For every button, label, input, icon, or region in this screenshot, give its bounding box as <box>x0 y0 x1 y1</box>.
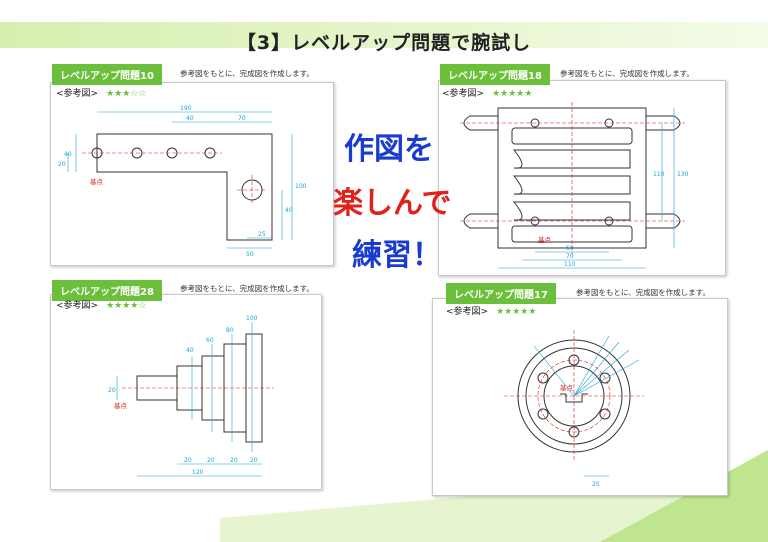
dim-20: 20 <box>58 161 66 168</box>
problem-10-tag: レベルアップ問題10 <box>52 64 162 85</box>
dim-20a: 20 <box>184 457 192 464</box>
dim-120: 120 <box>192 469 204 476</box>
problem-28-ref: <参考図> ★★★★☆ <box>56 298 146 311</box>
problem-28-drawing: 20 40 60 80 100 20 20 20 20 120 基点 <box>108 315 274 477</box>
problem-18-drawing: 50 70 110 110 130 基点 <box>460 102 689 269</box>
dim-20c: 20 <box>230 457 238 464</box>
problem-10-drawing: 190 40 70 100 40 20 40 25 50 基点 <box>58 105 307 258</box>
dim-110v: 110 <box>653 171 665 178</box>
ref-label: <参考図> <box>56 301 99 311</box>
problem-17-drawing: 25 基点 <box>504 330 644 488</box>
problem-18-tag: レベルアップ問題18 <box>440 64 550 85</box>
dim-70: 70 <box>238 115 246 122</box>
dim-50: 50 <box>566 245 574 252</box>
problem-17-instruction: 参考図をもとに、完成図を作成します。 <box>576 288 710 297</box>
dim-25: 25 <box>592 481 600 488</box>
dim-40v: 40 <box>64 151 72 158</box>
dim-40v2: 40 <box>285 207 293 214</box>
difficulty-stars: ★★★★★ <box>496 307 537 317</box>
difficulty-stars: ★★★★★ <box>492 89 533 99</box>
dim-100: 100 <box>295 183 307 190</box>
problem-28-panel <box>50 294 322 490</box>
problem-18-ref: <参考図> ★★★★★ <box>442 86 532 99</box>
dim-60: 60 <box>206 337 214 344</box>
difficulty-stars: ★★★☆☆ <box>106 89 147 99</box>
ref-label: <参考図> <box>442 89 485 99</box>
problem-10-instruction: 参考図をもとに、完成図を作成します。 <box>180 69 314 78</box>
title-band <box>0 22 768 48</box>
dim-40: 40 <box>186 115 194 122</box>
dim-20: 20 <box>108 387 116 394</box>
problem-10-panel <box>50 82 334 266</box>
problem-17-ref: <参考図> ★★★★★ <box>446 304 536 317</box>
problem-18-instruction: 参考図をもとに、完成図を作成します。 <box>560 69 694 78</box>
base-point-label: 基点 <box>560 383 574 392</box>
dim-80: 80 <box>226 327 234 334</box>
dim-40: 40 <box>186 347 194 354</box>
dim-70: 70 <box>566 253 574 260</box>
problem-17-tag: レベルアップ問題17 <box>446 283 556 304</box>
dim-25: 25 <box>258 231 266 238</box>
problem-10-ref: <参考図> ★★★☆☆ <box>56 86 146 99</box>
problem-28-instruction: 参考図をもとに、完成図を作成します。 <box>180 284 314 293</box>
base-point-label: 基点 <box>114 401 128 410</box>
slogan-line-2: 楽しんで <box>333 186 452 221</box>
dim-20d: 20 <box>250 457 258 464</box>
dim-20b: 20 <box>207 457 215 464</box>
ref-label: <参考図> <box>56 89 99 99</box>
problem-28-tag: レベルアップ問題28 <box>52 280 162 301</box>
dim-110: 110 <box>564 261 576 268</box>
base-point-label: 基点 <box>90 177 104 186</box>
slogan-line-3: 練習！ <box>352 238 442 273</box>
problem-17-panel <box>432 298 728 496</box>
difficulty-stars: ★★★★☆ <box>106 301 147 311</box>
ref-label: <参考図> <box>446 307 489 317</box>
problem-18-panel <box>438 80 726 276</box>
dim-50: 50 <box>246 251 254 258</box>
dim-190: 190 <box>180 105 192 112</box>
slogan-line-1: 作図を <box>344 132 434 167</box>
page-title: 【3】レベルアップ問題で腕試し <box>236 32 532 54</box>
dim-130: 130 <box>677 171 689 178</box>
dim-100: 100 <box>246 315 258 322</box>
base-point-label: 基点 <box>538 235 552 244</box>
